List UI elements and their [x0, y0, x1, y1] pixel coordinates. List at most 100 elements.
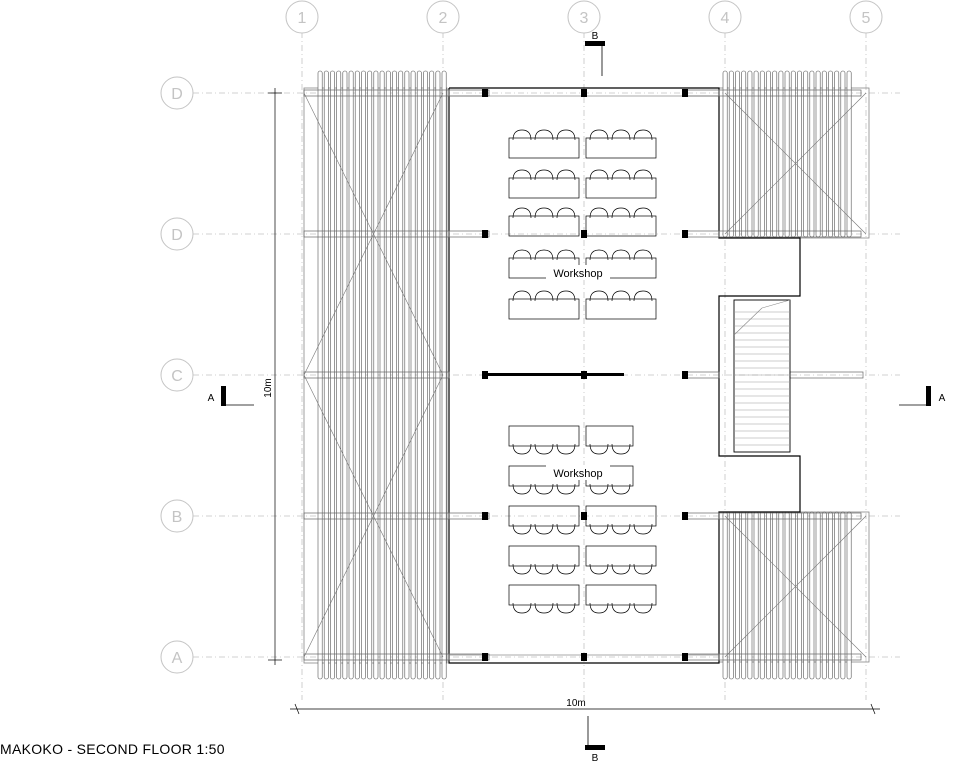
chair [512, 563, 532, 575]
chair [633, 169, 653, 181]
structural-columns [482, 89, 688, 661]
chair [512, 483, 532, 495]
grid-column-3: 3 [567, 0, 601, 34]
section-label: A [939, 393, 946, 404]
desk [508, 215, 580, 237]
column [482, 230, 488, 238]
chair [633, 290, 653, 302]
desk-with-chairs [585, 249, 657, 279]
chair [633, 207, 653, 219]
section-label: B [592, 753, 599, 763]
desk-with-chairs [585, 169, 657, 199]
column [482, 89, 488, 97]
grid-row-label: D [171, 227, 183, 244]
chair [512, 169, 532, 181]
column [682, 230, 688, 238]
chair [556, 443, 576, 455]
timber-slat [348, 70, 354, 680]
grid-row-3: C [160, 358, 194, 392]
partition-wall [486, 373, 624, 376]
desk-with-chairs [585, 505, 657, 535]
chair [534, 207, 554, 219]
column [482, 653, 488, 661]
column [581, 371, 587, 379]
timber-slat [342, 70, 348, 680]
chair [589, 602, 609, 614]
timber-slat [441, 70, 447, 680]
chair [633, 523, 653, 535]
column [682, 512, 688, 520]
chair [633, 563, 653, 575]
desk [508, 584, 580, 606]
chair [556, 129, 576, 141]
dimension-vertical-label: 10m [263, 378, 274, 397]
grid-row-label: C [171, 368, 183, 385]
chair [611, 290, 631, 302]
timber-slat [323, 70, 329, 680]
desk-with-chairs [508, 290, 580, 320]
chair [611, 207, 631, 219]
column [682, 371, 688, 379]
stair-break-line [733, 307, 763, 336]
chair [611, 249, 631, 261]
chair [534, 169, 554, 181]
right-bottom-timber-slats [722, 511, 852, 680]
timber-slat [404, 70, 410, 680]
chair [589, 443, 609, 455]
chair [512, 207, 532, 219]
chair [589, 523, 609, 535]
desk [585, 177, 657, 199]
desk-with-chairs [585, 290, 657, 320]
staircase [733, 299, 791, 453]
chair [556, 602, 576, 614]
column [581, 653, 587, 661]
grid-column-4: 4 [708, 0, 742, 34]
timber-slat [423, 70, 428, 680]
chair [534, 443, 554, 455]
desk-with-chairs [585, 584, 657, 614]
grid-column-label: 1 [298, 10, 307, 27]
chair [556, 249, 576, 261]
chair [633, 602, 653, 614]
timber-slat [840, 511, 846, 680]
chair [611, 523, 631, 535]
timber-slat [336, 70, 342, 680]
chair [534, 290, 554, 302]
section-label: B [592, 31, 599, 42]
chair [556, 169, 576, 181]
timber-slat [392, 70, 397, 680]
chair [589, 129, 609, 141]
chair [633, 249, 653, 261]
chair [512, 290, 532, 302]
timber-slat [385, 70, 391, 680]
grid-row-label: D [171, 86, 183, 103]
timber-slat [361, 70, 366, 680]
chair [534, 129, 554, 141]
timber-slat [809, 511, 815, 680]
desk-with-chairs [585, 129, 657, 159]
dimension-vertical: 10m [263, 88, 282, 665]
desk-with-chairs [508, 425, 580, 455]
column [581, 89, 587, 97]
chair [589, 207, 609, 219]
column [682, 653, 688, 661]
grid-column-5: 5 [849, 0, 883, 34]
desk [585, 425, 634, 447]
desk [508, 505, 580, 527]
grid-column-2: 2 [426, 0, 460, 34]
right-bottom-cross-bracing [724, 515, 867, 658]
desk [508, 298, 580, 320]
dimension-horizontal: 10m [290, 698, 880, 715]
section-marker-a-right: A [899, 386, 946, 406]
column [581, 512, 587, 520]
grid-column-bubbles: 1 2 3 4 5 [285, 0, 883, 34]
chair [534, 523, 554, 535]
chair [556, 290, 576, 302]
chair [534, 249, 554, 261]
timber-slat [828, 511, 833, 680]
chair [512, 523, 532, 535]
desk-with-chairs [508, 545, 580, 575]
chair [512, 602, 532, 614]
timber-slat [821, 511, 827, 680]
